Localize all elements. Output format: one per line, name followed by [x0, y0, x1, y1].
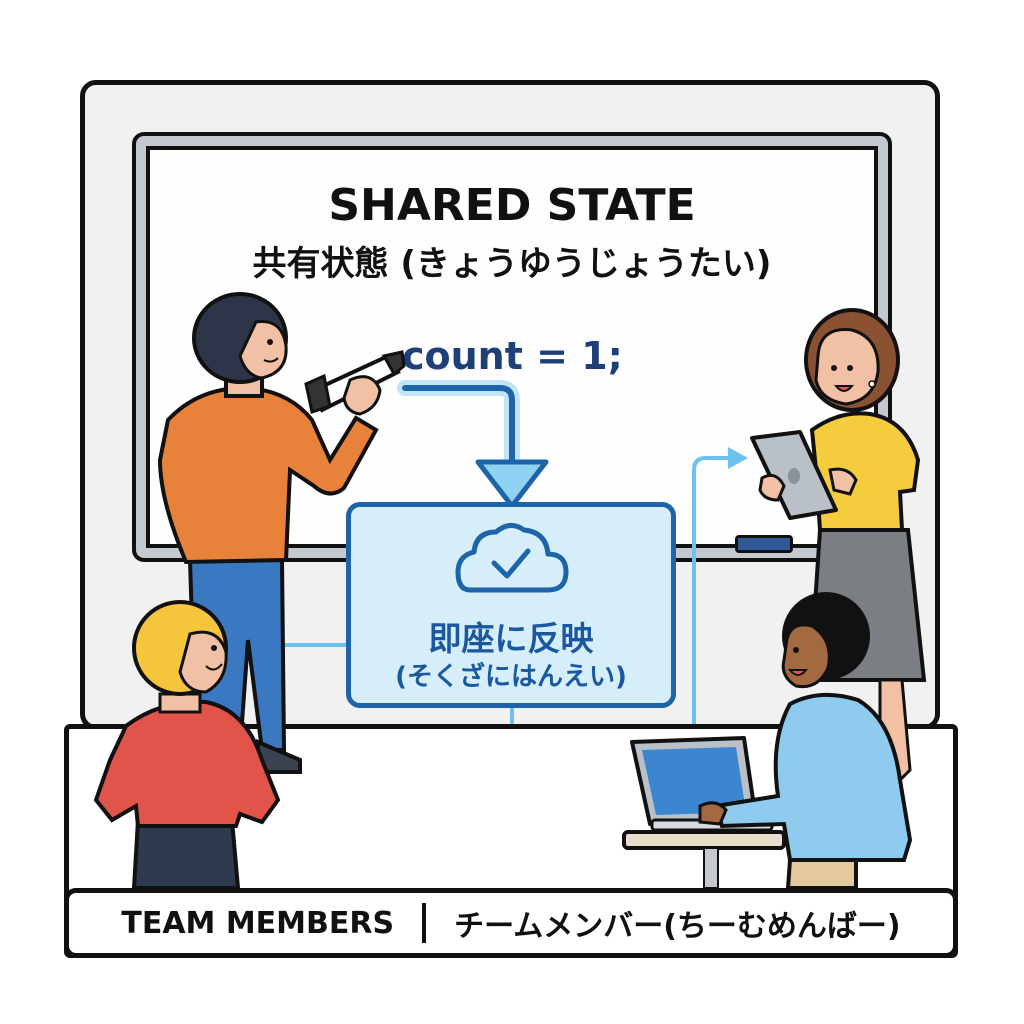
code-snippet: count = 1;: [402, 334, 623, 378]
board-title: SHARED STATE: [328, 180, 696, 231]
caption-divider: [422, 903, 427, 943]
sync-subtitle: (そくざにはんえい): [395, 662, 627, 692]
instant-sync-card: [346, 502, 676, 708]
person-observer: [93, 600, 281, 890]
person-writer: [157, 292, 406, 774]
sync-title: 即座に反映: [428, 619, 594, 658]
team-members-caption: TEAM MEMBERS チームメンバー(ちーむめんばー): [64, 888, 958, 958]
caption-japanese: チームメンバー(ちーむめんばー): [454, 909, 901, 944]
arrow-down-icon: [397, 380, 549, 509]
eraser-icon: [735, 535, 793, 553]
board-subtitle: 共有状態 (きょうゆうじょうたい): [252, 244, 772, 284]
laptop-icon: [630, 736, 774, 832]
person-laptop-user: [622, 592, 913, 890]
caption-english: TEAM MEMBERS: [121, 905, 395, 941]
